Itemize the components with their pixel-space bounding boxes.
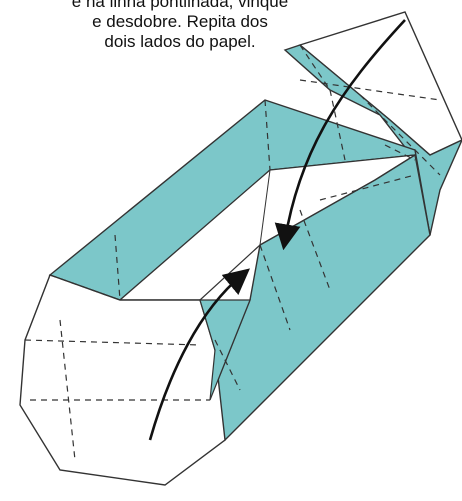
left-end-section [20,275,225,485]
